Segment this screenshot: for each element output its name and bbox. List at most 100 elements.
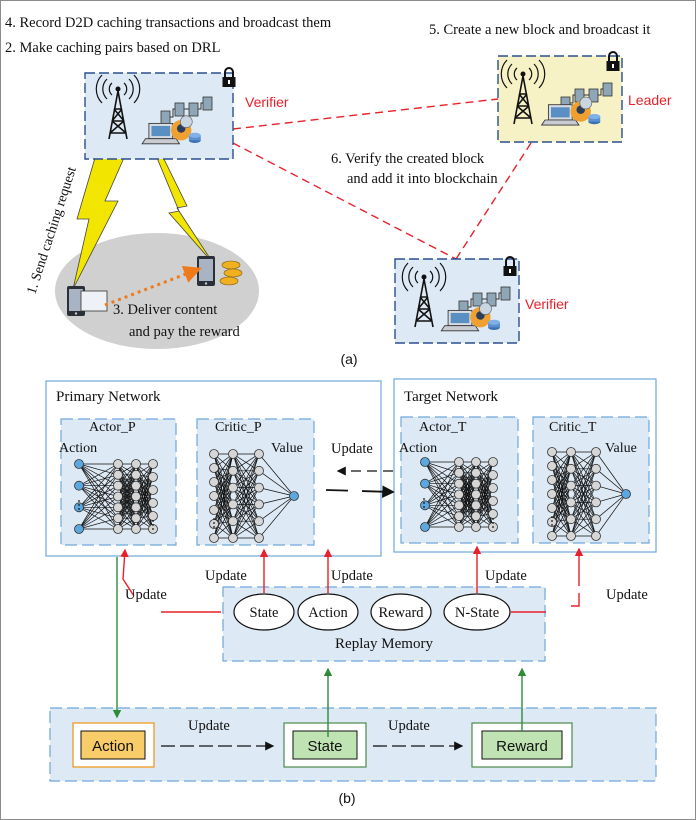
nn-edge	[595, 493, 627, 520]
nn-node	[454, 511, 464, 522]
ellipsis-dot	[551, 516, 553, 518]
nn-edge	[424, 494, 460, 528]
update-between-label: Update	[331, 441, 373, 457]
step2-label: 2. Make caching pairs based on DRL	[5, 40, 220, 56]
ellipsis-dot	[492, 522, 494, 524]
lock-icon	[605, 51, 621, 72]
nn-edge	[232, 520, 260, 539]
nn-edge	[258, 495, 295, 505]
caption-b: (b)	[338, 790, 355, 806]
nn-node	[113, 513, 123, 524]
nn-node	[454, 478, 464, 489]
nn-edge	[595, 493, 627, 503]
nn-node	[254, 465, 264, 476]
nn-node	[488, 509, 498, 519]
nn-node	[547, 461, 557, 471]
nn-edge	[458, 494, 477, 528]
nn-node	[209, 505, 219, 515]
ellipsis-dot	[213, 518, 215, 520]
nn-edge	[424, 472, 460, 528]
nn-edge	[424, 483, 460, 528]
nn-node	[566, 497, 576, 508]
nn-node	[454, 457, 464, 467]
nn-node	[454, 522, 464, 532]
state-oval	[233, 593, 295, 631]
nn-node	[131, 502, 141, 513]
ellipsis-dot	[423, 506, 425, 508]
critic-t-network	[547, 447, 631, 541]
nn-edge	[213, 453, 234, 497]
nn-node	[254, 499, 264, 510]
nn-node	[454, 500, 464, 511]
coin-icon	[221, 260, 241, 270]
nn-edge	[213, 453, 234, 483]
nn-edge	[258, 487, 295, 497]
verifier-bottom-label: Verifier	[525, 296, 569, 312]
actor-t-network	[420, 457, 498, 532]
caption-a: (a)	[340, 351, 357, 367]
env-update-1-label: Update	[188, 718, 230, 734]
nn-edge	[570, 502, 597, 537]
nn-edge	[258, 470, 295, 497]
nn-node	[148, 485, 158, 495]
nn-edge	[424, 472, 460, 485]
env-state-label: State	[307, 738, 342, 755]
nn-edge	[213, 467, 234, 505]
ellipsis-dot	[423, 502, 425, 504]
update-critic-p-label: Update	[205, 568, 247, 584]
nn-node	[420, 478, 430, 489]
critic-p-value-label: Value	[271, 441, 303, 456]
nn-node	[566, 514, 576, 525]
critic-t-value-label: Value	[605, 441, 637, 456]
ellipsis-dot	[492, 518, 494, 520]
nn-node	[547, 531, 557, 541]
env-state-inner	[292, 730, 358, 760]
nn-node	[148, 472, 158, 482]
nn-node	[209, 533, 219, 543]
nn-edge	[78, 474, 119, 487]
nn-node	[254, 533, 264, 543]
leader-label: Leader	[628, 92, 672, 108]
nn-node	[471, 489, 481, 500]
nn-node	[131, 480, 141, 491]
nn-node	[420, 522, 430, 532]
state-oval-label: State	[250, 605, 279, 621]
nn-edge	[213, 470, 234, 497]
nn-node	[591, 480, 601, 491]
env-action-inner	[80, 730, 146, 760]
nn-edge	[570, 468, 597, 537]
nn-node	[74, 480, 84, 491]
nn-edge	[551, 502, 572, 537]
step3-label-line2: and pay the reward	[129, 324, 240, 340]
nn-edge	[551, 485, 572, 537]
nn-edge	[135, 502, 154, 530]
nn-edge	[570, 451, 597, 520]
nn-node	[131, 469, 141, 480]
nn-node	[471, 500, 481, 511]
nn-node	[74, 524, 84, 534]
nn-node	[113, 480, 123, 491]
nn-edge	[570, 451, 597, 486]
nn-edge	[424, 505, 460, 528]
ellipsis-dot	[152, 524, 154, 526]
nn-edge	[117, 463, 137, 497]
nn-node	[254, 516, 264, 527]
nn-node	[228, 449, 238, 459]
env-reward-inner	[481, 730, 563, 760]
nn-node	[228, 533, 238, 543]
deliver-arrow	[104, 265, 202, 307]
nn-node	[113, 469, 123, 480]
nn-edge	[117, 496, 137, 530]
nn-node	[566, 447, 576, 457]
nn-edge	[570, 451, 597, 470]
ellipsis-dot	[213, 522, 215, 524]
smartphone-icon	[197, 256, 215, 286]
nn-edge	[551, 465, 572, 503]
nn-node	[148, 511, 158, 521]
actor-t-action-label: Action	[399, 441, 437, 456]
nn-node	[131, 491, 141, 502]
nn-edge	[78, 485, 119, 530]
nn-edge	[424, 461, 460, 506]
nn-edge	[78, 517, 119, 530]
nn-edge	[232, 453, 260, 505]
